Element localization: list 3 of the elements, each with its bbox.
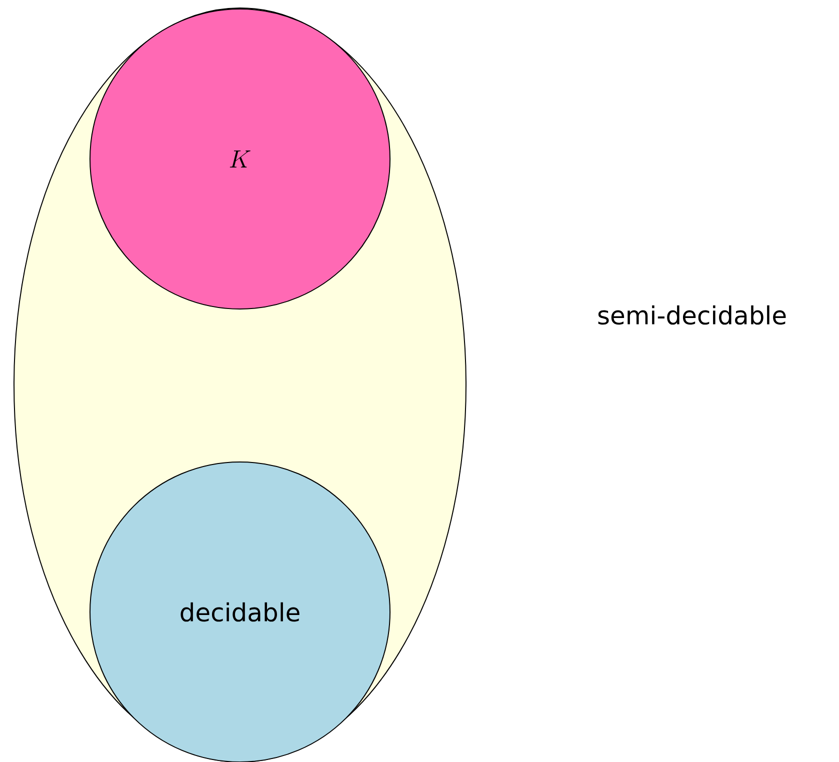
- circle-region: decidable: [90, 461, 390, 762]
- region-label: semi-decidable: [598, 305, 786, 325]
- circle-region: $K$: [90, 8, 390, 310]
